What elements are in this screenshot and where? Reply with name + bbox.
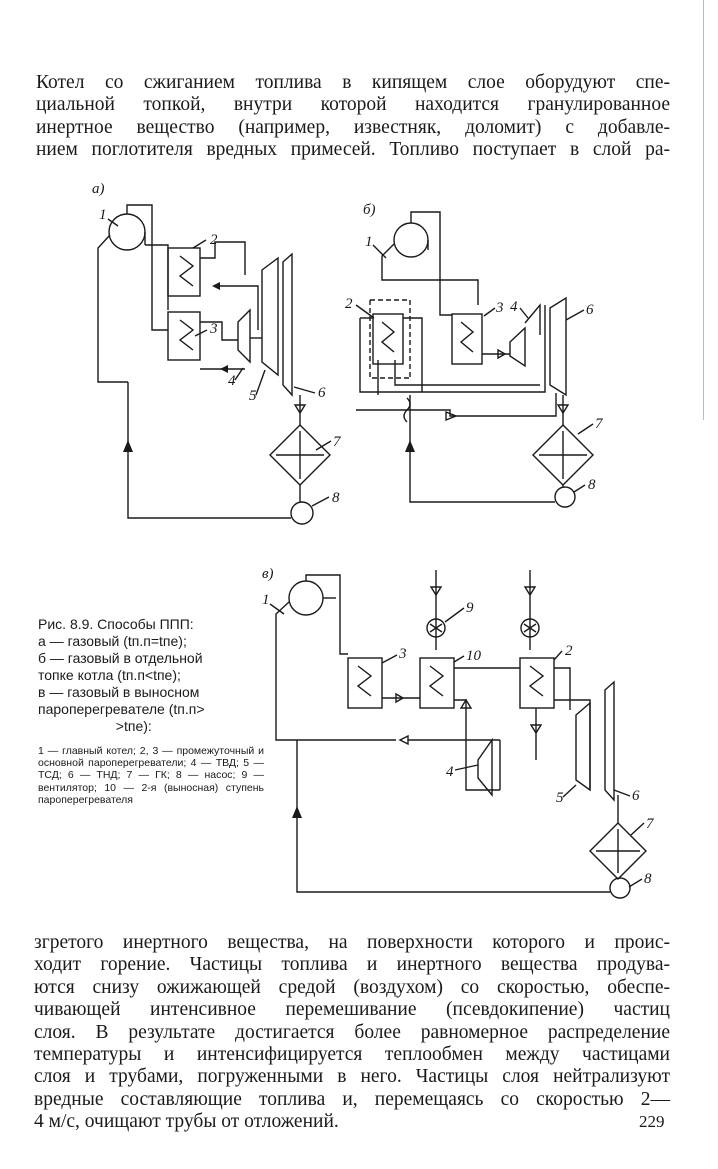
label-7: 7 [333, 434, 342, 450]
turbine-ip-icon [261, 256, 279, 377]
page-edge-line [703, 0, 704, 420]
pump-icon [290, 501, 314, 525]
text-line: температуры и интенсифицируется теплообм… [34, 1044, 670, 1066]
turbine-lp-icon [604, 680, 615, 802]
figure-caption: Рис. 8.9. Способы ППП: а — газовый (tп.п… [38, 616, 264, 806]
label-9: 9 [466, 600, 474, 616]
caption-line: в — газовый в выносном [38, 684, 200, 700]
panel-c-label: в) [262, 566, 274, 582]
turbine-lp-icon [282, 252, 293, 397]
text-line: чивающей интенсивное перемешивание (псев… [34, 999, 670, 1021]
turbine-ip-icon [575, 701, 591, 792]
label-2: 2 [565, 643, 573, 659]
text-line: слоя. В результате достигается более рав… [34, 1021, 670, 1043]
label-2: 2 [345, 296, 353, 312]
label-6: 6 [318, 385, 326, 401]
pump-icon [554, 486, 576, 508]
text-line: згретого инертного вещества, на поверхно… [34, 932, 670, 953]
condenser-icon [589, 822, 647, 880]
label-7: 7 [595, 416, 604, 432]
boiler-drum-icon [108, 213, 146, 251]
panel-a-diagram: а) [92, 181, 342, 525]
fan-icon [426, 618, 446, 638]
superheater-3-box [347, 657, 383, 709]
panel-a-label: а) [92, 181, 105, 197]
label-8: 8 [588, 477, 596, 493]
turbine-hp-icon [237, 308, 251, 364]
label-8: 8 [644, 871, 652, 887]
caption-line: >tпе): [38, 718, 152, 734]
text-line: Котел со сжиганием топлива в кипящем сло… [36, 72, 670, 93]
label-2: 2 [210, 232, 218, 248]
page-number: 229 [639, 1112, 665, 1131]
label-3: 3 [495, 300, 504, 316]
text-line: ются снизу ожижающей средой (воздухом) с… [34, 976, 670, 998]
turbine-hp-icon [477, 737, 493, 797]
caption-line: пароперегревателе (tп.п> [38, 701, 205, 717]
superheater-10-box [419, 657, 455, 709]
paragraph-top: Котел со сжиганием топлива в кипящем сло… [36, 72, 670, 162]
label-4: 4 [446, 764, 454, 780]
caption-line: б — газовый в отдельной [38, 650, 203, 666]
superheater-3-box [167, 311, 201, 361]
label-6: 6 [632, 788, 640, 804]
caption-title: Рис. 8.9. Способы ППП: а — газовый (tп.п… [38, 616, 264, 735]
label-6: 6 [586, 302, 594, 318]
paragraph-bottom: згретого инертного вещества, на поверхно… [34, 932, 670, 1134]
superheater-2-box [519, 657, 555, 709]
superheater-2-box [167, 247, 201, 297]
turbine-lp-icon [549, 296, 567, 397]
text-line: 4 м/с, очищают трубы от отложений. [34, 1111, 339, 1133]
label-3: 3 [398, 646, 407, 662]
panel-b-diagram: б) [345, 202, 604, 508]
caption-legend: 1 — главный котел; 2, 3 — промежуточный … [38, 745, 264, 806]
boiler-drum-icon [288, 580, 324, 616]
label-1: 1 [365, 234, 373, 250]
text-line: ходит горение. Частицы топлива и инертно… [34, 954, 670, 976]
label-5: 5 [249, 388, 257, 404]
label-3: 3 [209, 321, 218, 337]
text-line: циальной топкой, внутри которой находитс… [36, 94, 670, 116]
label-1: 1 [262, 592, 270, 608]
caption-line: топке котла (tп.п<tпе); [38, 667, 181, 683]
panel-c-diagram: в) [262, 566, 655, 899]
text-line: вредные составляющие топлива и, перемеща… [34, 1088, 670, 1110]
caption-line: а — газовый (tп.п=tпе); [38, 633, 187, 649]
turbine-hp-icon [509, 326, 526, 368]
fan-icon [520, 618, 540, 638]
caption-line: Рис. 8.9. Способы ППП: [38, 616, 194, 632]
label-8: 8 [332, 490, 340, 506]
superheater-3-box [451, 313, 483, 365]
pump-icon [609, 877, 631, 899]
text-line: нием поглотителя вредных примесей. Топли… [36, 139, 670, 161]
text-line: слоя и трубами, погруженными в него. Час… [34, 1066, 670, 1088]
label-4: 4 [228, 373, 236, 389]
label-10: 10 [466, 648, 482, 664]
label-5: 5 [556, 790, 564, 806]
boiler-drum-icon [393, 222, 429, 258]
label-1: 1 [99, 207, 107, 223]
label-4: 4 [510, 299, 518, 315]
superheater-2-box [372, 313, 404, 365]
panel-b-label: б) [363, 202, 376, 218]
text-line: инертное вещество (например, известняк, … [36, 116, 670, 138]
label-7: 7 [646, 816, 655, 832]
